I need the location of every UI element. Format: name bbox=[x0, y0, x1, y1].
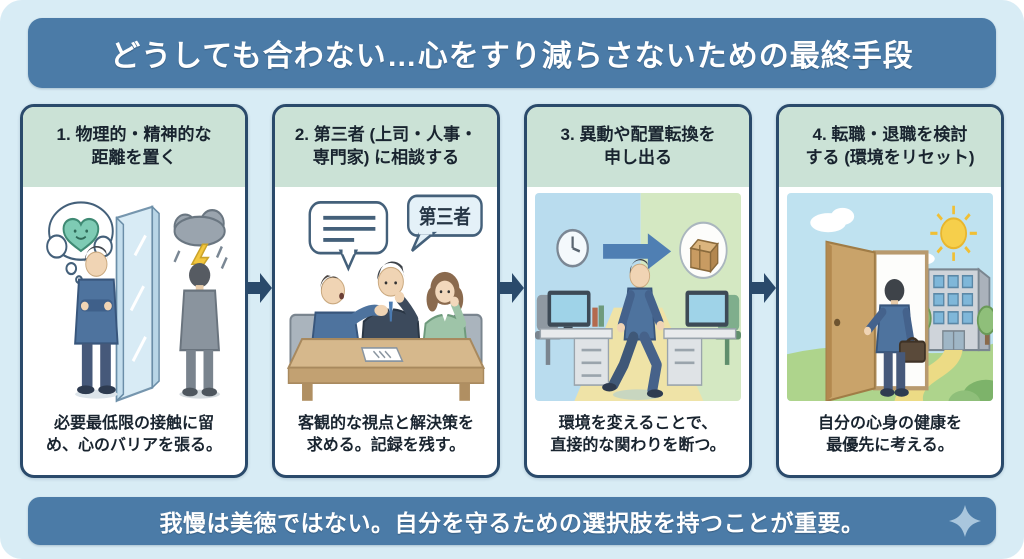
moving-box-icon bbox=[679, 221, 728, 279]
third-party-label: 第三者 bbox=[419, 205, 471, 227]
person-right-back bbox=[179, 263, 220, 399]
person-center bbox=[360, 261, 421, 349]
panel-2-title: 2. 第三者 (上司・人事・ 専門家) に相談する bbox=[275, 107, 497, 187]
panel-1-caption: 必要最低限の接触に留 め、心のバリアを張る。 bbox=[45, 414, 222, 454]
clock-icon bbox=[556, 228, 589, 268]
person-left bbox=[74, 245, 119, 399]
step-arrow-icon-2 bbox=[500, 273, 524, 303]
panel-3-caption: 環境を変えることで、 直接的な関わりを断つ。 bbox=[550, 414, 726, 454]
panel-step-2: 2. 第三者 (上司・人事・ 専門家) に相談する bbox=[272, 104, 500, 478]
step-arrow-icon-3 bbox=[752, 273, 776, 303]
glass-barrier bbox=[115, 205, 160, 403]
new-desk bbox=[663, 290, 741, 386]
panel-2-caption: 客観的な視点と解決策を 求める。記録を残す。 bbox=[297, 414, 474, 454]
person-with-briefcase bbox=[864, 278, 926, 397]
panel-step-3: 3. 異動や配置転換を 申し出る bbox=[524, 104, 752, 478]
steps-row: 1. 物理的・精神的な 距離を置く bbox=[20, 104, 1004, 478]
panel-1-title: 1. 物理的・精神的な 距離を置く bbox=[23, 107, 245, 187]
panel-3-illustration bbox=[527, 187, 749, 403]
third-party-bubble: 第三者 bbox=[406, 194, 483, 253]
panel-step-4: 4. 転職・退職を検討 する (環境をリセット) bbox=[776, 104, 1004, 478]
panel-1-illustration bbox=[23, 187, 245, 403]
bush bbox=[948, 379, 993, 401]
office-building bbox=[927, 267, 991, 352]
page-title: どうしても合わない…心をすり減らさないための最終手段 bbox=[110, 40, 914, 73]
footer-message: 我慢は美徳ではない。自分を守るための選択肢を持つことが重要。 bbox=[159, 510, 865, 536]
storm-cloud-icon bbox=[173, 209, 228, 283]
heart-icon bbox=[62, 217, 100, 253]
panel-3-title: 3. 異動や配置転換を 申し出る bbox=[527, 107, 749, 187]
new-start-illustration bbox=[787, 193, 993, 401]
sparkle-icon bbox=[949, 505, 981, 537]
walking-person bbox=[602, 259, 665, 400]
old-desk bbox=[535, 290, 613, 386]
panel-4-illustration bbox=[779, 187, 1001, 403]
panel-2-illustration: 第三者 bbox=[275, 187, 497, 403]
briefcase-icon bbox=[898, 340, 926, 363]
transfer-arrow-icon bbox=[603, 233, 672, 270]
panel-4-title: 4. 転職・退職を検討 する (環境をリセット) bbox=[779, 107, 1001, 187]
meeting-table bbox=[286, 337, 486, 401]
sun-icon bbox=[930, 205, 977, 261]
footer-banner: 我慢は美徳ではない。自分を守るための選択肢を持つことが重要。 bbox=[28, 497, 996, 545]
thought-bubble-icon bbox=[46, 201, 114, 284]
speech-bubble-icon bbox=[308, 201, 389, 272]
panel-4-caption: 自分の心身の健康を 最優先に考える。 bbox=[817, 414, 962, 454]
panel-step-1: 1. 物理的・精神的な 距離を置く bbox=[20, 104, 248, 478]
consultation-illustration: 第三者 bbox=[286, 194, 486, 401]
distance-illustration bbox=[46, 201, 228, 403]
relocation-illustration bbox=[535, 193, 741, 401]
person-woman bbox=[421, 271, 469, 352]
step-arrow-icon-1 bbox=[248, 273, 272, 303]
title-banner: どうしても合わない…心をすり減らさないための最終手段 bbox=[28, 18, 996, 88]
